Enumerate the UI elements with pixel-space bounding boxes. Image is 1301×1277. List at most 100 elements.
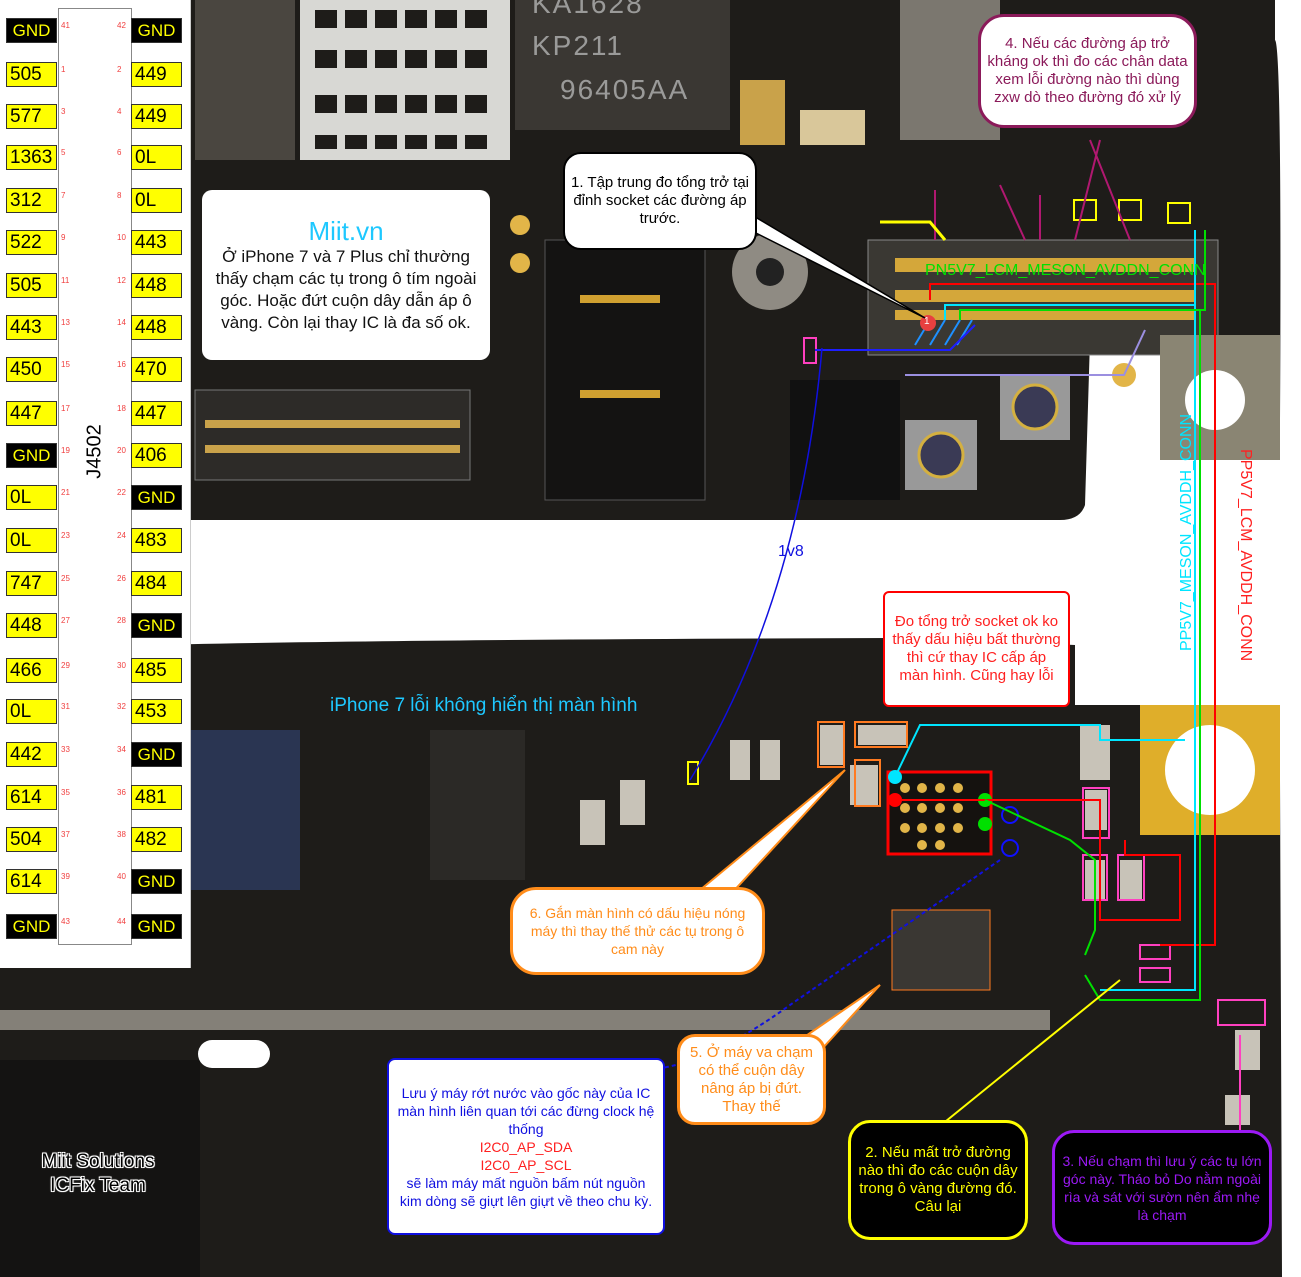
pin-number-right: 32	[117, 702, 126, 711]
top-chip-left	[195, 0, 295, 160]
diagram-title: iPhone 7 lỗi không hiển thị màn hình	[330, 695, 638, 716]
pin-value-right: 482	[131, 827, 182, 852]
pin-value-left: 0L	[6, 528, 57, 553]
brand-title: Miit.vn	[308, 216, 384, 246]
pin-number-left: 13	[61, 318, 70, 327]
pin-value-left: 505	[6, 273, 57, 298]
net-1v8-label: 1v8	[778, 543, 804, 560]
callout-socket-ok: Đo tổng trở socket ok ko thấy dấu hiệu b…	[883, 591, 1070, 707]
pin-number-right: 6	[117, 148, 122, 157]
signal-sda: I2C0_AP_SDA	[479, 1138, 573, 1155]
pin-number-left: 19	[61, 446, 70, 455]
pin-number-right: 38	[117, 830, 126, 839]
pin-number-right: 4	[117, 107, 122, 116]
pin-number-left: 7	[61, 191, 66, 200]
pin-number-left: 31	[61, 702, 70, 711]
pin-number-left: 9	[61, 233, 66, 242]
pin-number-left: 5	[61, 148, 66, 157]
connector-label: J4502	[83, 424, 106, 479]
pin-value-left: 450	[6, 357, 57, 382]
pin-value-right: 448	[131, 315, 182, 340]
left-connector	[194, 389, 471, 481]
net-pp5v7-lcm-label: PP5V7_LCM_AVDDH_CONN	[1237, 449, 1254, 662]
pin-value-right: 443	[131, 230, 182, 255]
pin-value-left: 577	[6, 104, 57, 129]
watermark-line-1: Miit Solutions	[41, 1151, 155, 1172]
pin-value-right: 470	[131, 357, 182, 382]
pin-number-right: 40	[117, 872, 126, 881]
pin-number-right: 24	[117, 531, 126, 540]
pin-number-right: 20	[117, 446, 126, 455]
callout-water-damage: Lưu ý máy rớt nước vào gốc này của IC mà…	[387, 1058, 665, 1235]
pin-value-left: 505	[6, 62, 57, 87]
top-ic	[515, 0, 730, 130]
pin-number-left: 25	[61, 574, 70, 583]
pin-value-right: 448	[131, 273, 182, 298]
pin-value-right: 0L	[131, 145, 182, 170]
pmic	[891, 909, 991, 991]
intro-box: Miit.vn Ở iPhone 7 và 7 Plus chỉ thường …	[202, 190, 490, 360]
callout-step3: 3. Nếu chạm thì lưu ý các tụ lớn góc này…	[1052, 1130, 1272, 1245]
pin-value-right: 453	[131, 699, 182, 724]
pin-number-left: 15	[61, 360, 70, 369]
pin-value-right: GND	[131, 18, 182, 43]
callout-step2: 2. Nếu mất trở đường nào thì đo các cuộn…	[848, 1120, 1028, 1240]
watermark-line-2: ICFix Team	[50, 1175, 146, 1196]
pin-number-right: 28	[117, 616, 126, 625]
pin-value-left: 448	[6, 613, 57, 638]
pin-value-left: 442	[6, 742, 57, 767]
pin-value-left: 614	[6, 869, 57, 894]
pin-number-right: 2	[117, 65, 122, 74]
pin-number-left: 35	[61, 788, 70, 797]
pin-number-left: 39	[61, 872, 70, 881]
callout-step5: 5. Ở máy va chạm có thể cuộn dây nâng áp…	[677, 1034, 826, 1125]
pin-number-right: 10	[117, 233, 126, 242]
pin-value-left: GND	[6, 443, 57, 468]
pin-value-left: 747	[6, 571, 57, 596]
callout-step4: 4. Nếu các đường áp trở kháng ok thì đo …	[978, 14, 1197, 128]
pin-number-right: 22	[117, 488, 126, 497]
pin-number-left: 29	[61, 661, 70, 670]
pin-value-right: GND	[131, 485, 182, 510]
pin-number-left: 43	[61, 917, 70, 926]
pin-value-left: GND	[6, 18, 57, 43]
net-pn5v7-label: PN5V7_LCM_MESON_AVDDN_CONN	[925, 262, 1206, 279]
pin-value-right: 485	[131, 658, 182, 683]
net-pp5v7-meson-label: PP5V7_MESON_AVDDH_CONN	[1178, 413, 1195, 651]
pin-number-right: 36	[117, 788, 126, 797]
pin-value-left: GND	[6, 914, 57, 939]
pin-value-right: 449	[131, 104, 182, 129]
chip-marking-3: 96405AA	[560, 74, 690, 105]
pin-value-left: 504	[6, 827, 57, 852]
pin-number-left: 37	[61, 830, 70, 839]
marker-1-dot	[920, 315, 936, 331]
pin-number-left: 23	[61, 531, 70, 540]
pin-number-left: 21	[61, 488, 70, 497]
bottom-chip-blue	[190, 730, 300, 890]
pin-value-right: 406	[131, 443, 182, 468]
pin-value-right: 0L	[131, 188, 182, 213]
pin-number-right: 34	[117, 745, 126, 754]
pin-value-left: 443	[6, 315, 57, 340]
water-note-2: sẽ làm máy mất nguồn bấm nút nguồn kim d…	[399, 1174, 653, 1209]
pin-number-right: 18	[117, 404, 126, 413]
pin-number-right: 16	[117, 360, 126, 369]
pin-value-right: 483	[131, 528, 182, 553]
pin-value-right: 449	[131, 62, 182, 87]
pin-number-right: 30	[117, 661, 126, 670]
pin-value-right: 481	[131, 785, 182, 810]
pin-number-right: 26	[117, 574, 126, 583]
pin-value-left: 466	[6, 658, 57, 683]
pin-number-left: 3	[61, 107, 66, 116]
water-note-1: Lưu ý máy rớt nước vào gốc này của IC mà…	[397, 1084, 655, 1137]
pin-value-left: 522	[6, 230, 57, 255]
pin-number-left: 1	[61, 65, 66, 74]
pin-value-right: GND	[131, 914, 182, 939]
pin-number-right: 8	[117, 191, 122, 200]
pin-number-right: 14	[117, 318, 126, 327]
pin-number-left: 17	[61, 404, 70, 413]
watermark: Miit Solutions ICFix Team	[28, 1150, 168, 1198]
intro-text: Ở iPhone 7 và 7 Plus chỉ thường thấy chạ…	[215, 247, 477, 332]
chip-marking-1: KA1628	[532, 0, 644, 19]
